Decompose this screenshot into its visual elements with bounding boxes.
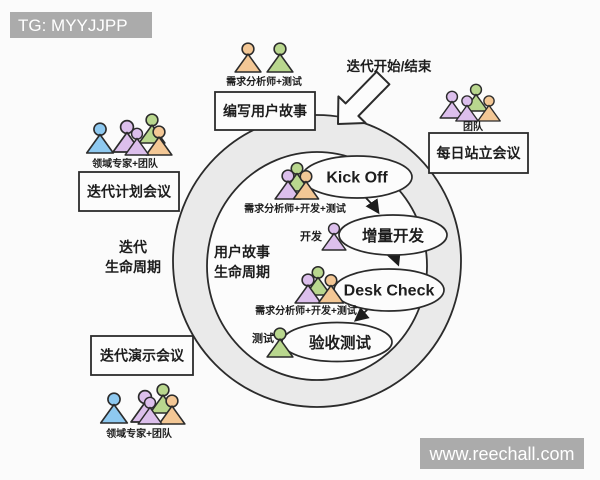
label-iteration-lifecycle-1: 迭代 <box>119 239 147 255</box>
arrow-dev-to-deskcheck <box>387 250 401 267</box>
step-kick-off-label: Kick Off <box>326 170 388 187</box>
box-write-story-rect <box>214 91 316 131</box>
box-iteration-demo-rect <box>90 335 194 376</box>
arrow-kickoff-to-dev <box>365 197 380 215</box>
box-iteration-planning-rect <box>78 171 180 212</box>
watermark-bottom-right: www.reechall.com <box>420 438 584 469</box>
box-iteration-demo: 迭代演示会议 <box>90 335 194 376</box>
watermark-bottom-right-bg <box>420 438 584 469</box>
label-domain-expert-team-top: 领域专家+团队 <box>92 157 159 170</box>
step-kick-off: Kick Off <box>301 155 413 199</box>
watermark-bottom-right-text: www.reechall.com <box>428 444 574 464</box>
label-domain-expert-team-bottom: 领域专家+团队 <box>106 427 173 440</box>
step-desk-check-label: Desk Check <box>344 283 435 300</box>
iteration-start-arrow <box>337 70 391 125</box>
label-iteration-start-end: 迭代开始/结束 <box>347 58 432 74</box>
step-incremental-dev-ellipse <box>338 214 448 256</box>
box-write-story: 编写用户故事 <box>214 91 316 131</box>
label-analyst-dev-test-mid: 需求分析师+开发+测试 <box>255 304 357 317</box>
label-story-lifecycle-1: 用户故事 <box>214 244 270 260</box>
box-iteration-planning-label: 迭代计划会议 <box>87 184 172 200</box>
label-analyst-dev-test-top: 需求分析师+开发+测试 <box>244 202 346 215</box>
step-incremental-dev-label: 增量开发 <box>362 226 425 245</box>
box-iteration-demo-label: 迭代演示会议 <box>100 348 185 364</box>
step-incremental-dev: 增量开发 <box>338 214 448 256</box>
step-desk-check: Desk Check <box>333 268 445 312</box>
watermark-top-left-bg <box>10 12 152 38</box>
box-write-story-label: 编写用户故事 <box>223 103 307 119</box>
label-dev: 开发 <box>300 229 323 243</box>
box-daily-standup-rect <box>428 132 529 174</box>
step-acceptance-test-label: 验收测试 <box>309 333 372 352</box>
step-acceptance-test: 验收测试 <box>281 321 393 363</box>
label-analyst-test: 需求分析师+测试 <box>226 75 302 88</box>
label-iteration-lifecycle-2: 生命周期 <box>105 259 161 275</box>
watermark-top-left: TG: MYYJJPP <box>10 12 152 38</box>
watermark-top-left-text: TG: MYYJJPP <box>18 16 128 35</box>
box-iteration-planning: 迭代计划会议 <box>78 171 180 212</box>
label-test: 测试 <box>252 331 274 345</box>
label-story-lifecycle-2: 生命周期 <box>214 264 270 280</box>
box-daily-standup-label: 每日站立会议 <box>437 145 522 161</box>
box-daily-standup: 每日站立会议 <box>428 132 529 174</box>
label-team: 团队 <box>463 120 484 133</box>
